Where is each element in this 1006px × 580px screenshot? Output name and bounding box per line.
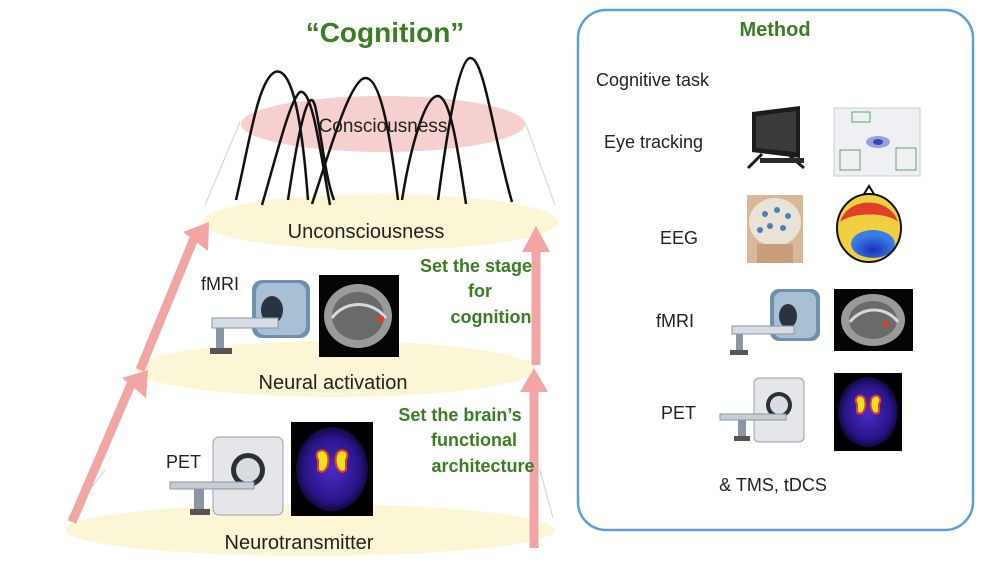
pet-method-scanner-icon xyxy=(719,377,805,443)
fmri-brain-image xyxy=(319,275,399,357)
cognitive-task-label: Cognitive task xyxy=(596,70,710,90)
diagonal-arrow-lower-head xyxy=(122,370,148,398)
fmri-method-brain-image xyxy=(834,289,913,351)
eeg-cap-photo xyxy=(747,195,803,263)
fmri-label-left: fMRI xyxy=(201,274,239,294)
vertical-arrow-upper-head xyxy=(522,226,550,252)
neural-activation-disk xyxy=(135,341,535,397)
vertical-arrow-lower-head xyxy=(520,368,548,392)
stage-annotation-line2: for xyxy=(468,281,492,301)
pet-scanner-icon xyxy=(169,436,284,516)
pet-method-brain-image xyxy=(834,373,902,451)
cognition-title: “Cognition” xyxy=(306,17,465,48)
pet-label-left: PET xyxy=(166,452,201,472)
fmri-method-label: fMRI xyxy=(656,311,694,331)
fmri-scanner-icon xyxy=(210,280,310,354)
eye-tracking-label: Eye tracking xyxy=(604,132,703,152)
diagonal-arrow-lower xyxy=(67,380,137,524)
unconsciousness-disk xyxy=(202,194,558,250)
eeg-topomap-image xyxy=(836,184,902,263)
diagonal-arrow-upper xyxy=(135,234,200,372)
architecture-annotation-line1: Set the brain’s xyxy=(398,405,521,425)
fmri-method-scanner-icon xyxy=(730,289,820,355)
neurotransmitter-label: Neurotransmitter xyxy=(225,532,374,554)
neurotransmitter-disk xyxy=(65,504,555,556)
eye-tracker-monitor-icon xyxy=(746,106,805,170)
neural-activation-label: Neural activation xyxy=(259,372,408,394)
pet-method-label: PET xyxy=(661,403,696,423)
method-title: Method xyxy=(739,19,810,41)
cognition-waves xyxy=(234,56,514,206)
eeg-label: EEG xyxy=(660,228,698,248)
stage-annotation-line3: cognition xyxy=(451,307,532,327)
diagonal-arrow-upper-head xyxy=(183,222,209,251)
stage-annotation-line1: Set the stage xyxy=(420,256,532,276)
unconsciousness-label: Unconsciousness xyxy=(288,221,445,243)
method-footer: & TMS, tDCS xyxy=(719,475,827,495)
pet-brain-image xyxy=(291,422,373,516)
architecture-annotation-line2: functional xyxy=(431,430,517,450)
consciousness-label: Consciousness xyxy=(319,116,448,137)
gaze-heatmap-image xyxy=(833,107,921,177)
architecture-annotation-line3: architecture xyxy=(431,456,534,476)
arrows xyxy=(67,222,550,548)
